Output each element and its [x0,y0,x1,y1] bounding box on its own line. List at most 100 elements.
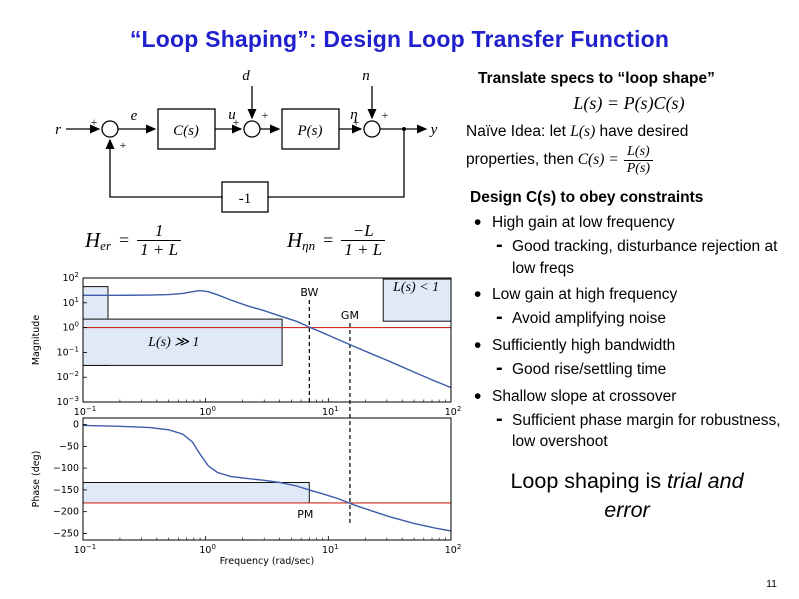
gm-label: GM [341,309,359,322]
phase-ytick-label: −200 [53,507,79,518]
summing-junction-1 [101,120,119,138]
phase-xtick-label: 102 [445,543,462,556]
plus-sign: + [382,108,389,122]
mag-ytick-label: 100 [62,321,79,334]
naive-t3: properties, then [466,151,574,169]
bullet-label: Low gain at high frequency [492,286,678,304]
list-item: Sufficiently high bandwidth [472,334,792,358]
closing-normal: Loop shaping is [510,468,668,493]
closing-italic-2: error [604,497,650,522]
naive-math-2: C(s) = [577,151,619,169]
subbullet-label: Good tracking, disturbance rejection at … [512,237,778,277]
subbullet-label: Sufficient phase margin for robustness, … [512,411,781,451]
constraints-list: High gain at low frequency Good tracking… [466,211,792,453]
list-subitem: Good tracking, disturbance rejection at … [472,231,784,279]
constraint-region-high-freq [382,278,452,322]
her-equals: = [119,230,130,251]
phase-ytick-label: 0 [73,420,79,431]
magnitude-axes [82,277,452,403]
feedback-gain-label: -1 [239,191,252,207]
r-label: r [55,122,61,138]
hn-equals: = [323,230,334,251]
her-numerator: 1 [154,221,164,240]
bw-label: BW [300,286,318,299]
plus-sign: + [262,108,269,122]
loop-transfer-equation: L(s) = P(s)C(s) [573,93,685,113]
hn-subscript: ηn [302,237,316,253]
her-base: H [85,228,101,253]
region-label-low-freq-wide: L(s) ≫ 1 [147,335,199,350]
region-label-high-freq: L(s) < 1 [392,280,439,295]
list-item: Low gain at high frequency [472,283,792,307]
block-diagram: r e u d n η y C(s) P(s) -1 + + + + + + [55,68,438,213]
plus-sign: + [233,115,240,129]
phase-ytick-label: −150 [53,485,79,496]
translate-heading: Translate specs to “loop shape” [478,70,715,87]
her-denominator: 1 + L [137,240,182,259]
phase-ytick-label: −250 [53,528,79,539]
mag-xtick-label: 100 [199,405,216,418]
magnitude-ylabel: Magnitude [31,315,42,365]
mag-xtick-label: 10−1 [74,405,96,418]
naive-t2: have desired [595,123,689,140]
mag-ytick-label: 10−3 [57,395,79,408]
feedback-tap-dot [402,127,406,131]
closing-italic-1: trial and [667,468,744,493]
hn-denominator: 1 + L [341,240,386,259]
her-subscript: er [100,237,112,253]
naive-line-1: Naïve Idea: let L(s) have desired [466,121,792,143]
plant-block [281,108,340,150]
e-label: e [131,108,138,124]
phase-xtick-label: 100 [199,543,216,556]
feedback-path-left [105,138,222,198]
u-label: u [228,107,236,123]
phase-xtick-label: 101 [322,543,339,556]
phase-axes [82,417,452,541]
naive-fraction: L(s) P(s) [623,144,654,177]
hn-base: H [287,228,303,253]
hn-numerator: −L [352,221,374,240]
magnitude-curve [83,289,452,389]
sensitivity-equation: H er = 1 1 + L [85,221,182,260]
bullet-label: High gain at low frequency [492,213,675,231]
right-column: Translate specs to “loop shape” L(s) = P… [466,70,792,525]
closing-statement: Loop shaping is trial and error [466,467,788,525]
phase-curve [82,424,452,532]
naive-math-1: L(s) [570,123,596,140]
naive-frac-num: L(s) [627,144,650,160]
bullet-label: Shallow slope at crossover [492,387,677,405]
list-item: High gain at low frequency [472,211,792,235]
feedback-gain-block [221,181,269,213]
phase-xtick-label: 10−1 [74,543,96,556]
phase-margin-region [82,482,310,504]
bode-plot: L(s) ≫ 1L(s) < 1BWGMPM10210110010−110−21… [31,271,462,567]
mag-ytick-label: 10−2 [57,370,79,383]
eta-label: η [350,107,357,123]
summing-junction-3 [363,120,381,138]
list-subitem: Sufficient phase margin for robustness, … [472,405,784,453]
feedback-path-right [268,129,405,198]
noise-transfer-equation: H ηn = −L 1 + L [287,221,386,260]
naive-frac-den: P(s) [623,160,654,177]
naive-t1: Naïve Idea: let [466,123,571,140]
list-item: Shallow slope at crossover [472,385,792,409]
list-subitem: Avoid amplifying noise [472,303,784,331]
phase-ytick-label: −50 [59,441,79,452]
controller-block [157,108,216,150]
mag-xtick-label: 101 [322,405,339,418]
n-label: n [362,68,370,84]
mag-xtick-label: 102 [445,405,462,418]
naive-line-2: properties, then C(s) = L(s) P(s) [466,144,792,176]
plus-sign: + [91,115,98,129]
slide-title: “Loop Shaping”: Design Loop Transfer Fun… [129,26,670,52]
summing-junction-2 [243,120,261,138]
phase-ylabel: Phase (deg) [31,451,42,508]
design-heading: Design C(s) to obey constraints [470,188,704,206]
plus-sign: + [120,138,127,152]
her-fraction: 1 1 + L [137,221,182,260]
phase-ytick-label: −100 [53,463,79,474]
plus-sign: + [353,115,360,129]
subbullet-label: Good rise/settling time [512,360,667,378]
plant-label: P(s) [297,123,323,139]
